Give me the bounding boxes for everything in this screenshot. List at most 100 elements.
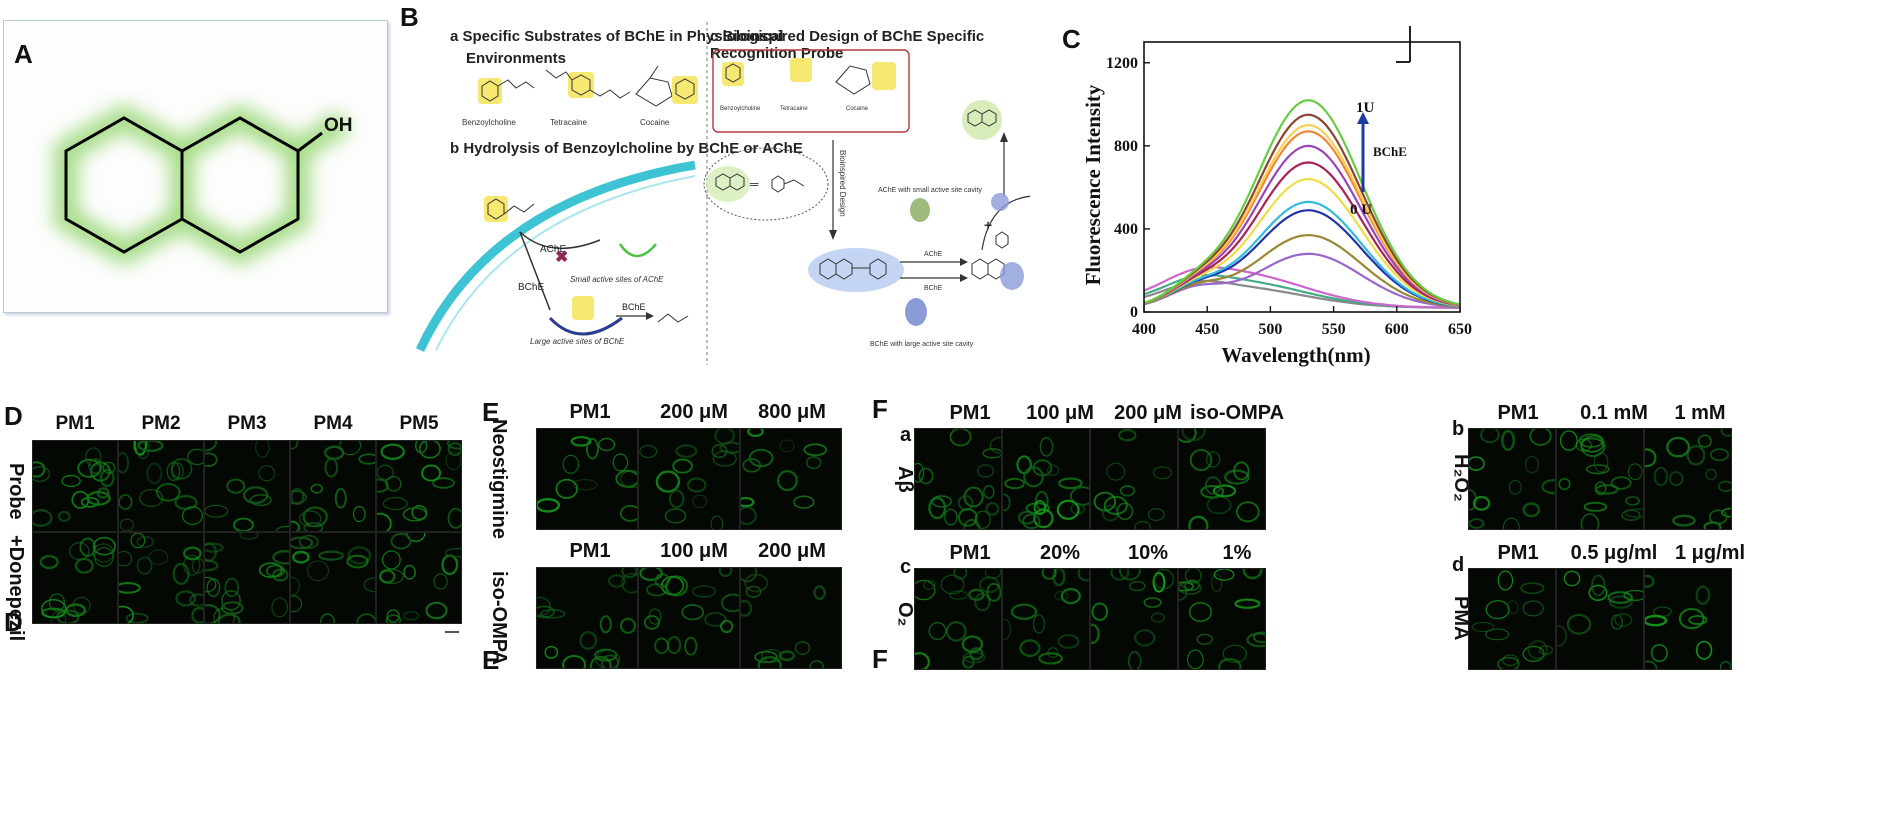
box-substrate-1: Benzoylcholine — [720, 106, 761, 112]
panel-e-label: E — [482, 397, 500, 427]
probe-ellipse — [703, 147, 829, 221]
panel-b-c-title: c Bioinspired Design of BChE Specific Re… — [710, 28, 985, 62]
annotation-1u: 1U — [1356, 100, 1375, 116]
e-r1-col-2: 200 μM — [660, 401, 728, 423]
e1-image-r1-c3 — [740, 428, 842, 530]
fb-image-r1-c1 — [1468, 428, 1556, 530]
panel-a: A OH — [3, 20, 388, 313]
series-line-7 — [1143, 200, 1459, 307]
fa-label: a — [900, 424, 912, 446]
fd-col-3: 1 μg/ml — [1674, 542, 1746, 564]
e-r1-col-3: 800 μM — [758, 401, 826, 423]
fc-image-r1-c2 — [1002, 568, 1090, 670]
bche-enzyme-icon — [905, 298, 927, 326]
series-line-5 — [1143, 234, 1459, 308]
e-r2-col-1: PM1 — [569, 540, 611, 562]
d-image-r1-c4 — [290, 440, 376, 532]
fc-image-r1-c4 — [1178, 568, 1266, 670]
fb-col-3: 1 mM — [1674, 402, 1726, 424]
annotation-0u: 0 U — [1350, 202, 1372, 218]
panel-d-label: D — [4, 401, 23, 431]
e-row-neostigmine: Neostigmine — [488, 419, 510, 540]
panel-e-label-bottom: E — [482, 645, 500, 675]
fa-col-4: iso-OMPA — [1189, 402, 1285, 424]
d-image-r1-c2 — [118, 440, 204, 532]
ache-cavity-text: AChE with small active site cavity — [878, 187, 982, 194]
series-line-4 — [1143, 252, 1459, 308]
fa-col-2: 100 μM — [1026, 402, 1094, 424]
x-tick-label: 600 — [1385, 321, 1409, 338]
substrate-cocaine — [635, 65, 698, 107]
d-image-r2-c1 — [32, 532, 118, 624]
panel-b-a-title: a Specific Substrates of BChE in Physiol… — [450, 28, 784, 45]
bche-text-2: BChE — [622, 302, 646, 312]
fb-col-2: 0.1 mM — [1580, 402, 1648, 424]
d-image-r1-c1 — [32, 440, 118, 532]
e1-image-r1-c2 — [638, 428, 740, 530]
panel-f-label: F — [872, 394, 888, 424]
panel-b-scheme: Benzoylcholine Tetracaine Cocaine AChE ✖… — [415, 22, 1030, 365]
x-tick-label: 550 — [1322, 321, 1346, 338]
chart-frame — [1143, 41, 1461, 313]
panel-d: D D PM1 PM2 PM3 PM4 PM5 Probe +Donepezil — [0, 395, 470, 642]
small-sites-text: Small active sites of AChE — [570, 275, 664, 284]
bche-cavity-text: BChE with large active site cavity — [870, 341, 974, 348]
d-col-2: PM2 — [141, 413, 181, 434]
d-image-r1-c3 — [204, 440, 290, 532]
fa-image-r1-c1 — [914, 428, 1002, 530]
panel-e: E E PM1 200 μM 800 μM PM1 100 μM 200 μM … — [480, 395, 842, 680]
naphthol-structure: OH — [54, 104, 353, 266]
x-tick-label: 500 — [1258, 321, 1282, 338]
fc-col-1: PM1 — [949, 542, 991, 564]
fa-image-r1-c2 — [1002, 428, 1090, 530]
fc-col-2: 20% — [1039, 542, 1081, 564]
fd-col-2: 0.5 μg/ml — [1570, 542, 1658, 564]
fc-image-r1-c3 — [1090, 568, 1178, 670]
annotation-bche: BChE — [1373, 144, 1407, 159]
y-tick-label: 1200 — [1106, 55, 1138, 72]
d-image-r2-c4 — [290, 532, 376, 624]
fb-image-r1-c3 — [1644, 428, 1732, 530]
d-col-5: PM5 — [399, 413, 439, 434]
fd-image-r1-c2 — [1556, 568, 1644, 670]
fc-label: c — [900, 556, 912, 578]
fa-row: Aβ — [894, 466, 916, 493]
panel-d-label-bottom: D — [4, 607, 23, 637]
e-r2-col-3: 200 μM — [758, 540, 826, 562]
arrow-bche: BChE — [924, 285, 943, 292]
x-tick-label: 650 — [1448, 321, 1472, 338]
large-site-pocket — [548, 316, 623, 336]
fb-col-1: PM1 — [1497, 402, 1539, 424]
ache-enzyme-icon — [910, 198, 930, 222]
substrate-box — [712, 49, 910, 133]
series-line-9 — [1143, 161, 1459, 307]
ache-text: AChE — [540, 244, 566, 255]
e2-image-r1-c1 — [536, 567, 638, 669]
d-row-donepezil: +Donepezil — [5, 535, 27, 642]
e1-image-r1-c1 — [536, 428, 638, 530]
panel-f: F F a PM1 100 μM 200 μM iso-OMPA Aβ b PM… — [870, 390, 1900, 680]
bioinspired-text: Bioinspired Design — [838, 150, 847, 217]
scale-bar — [445, 631, 459, 633]
d-col-4: PM4 — [313, 413, 353, 434]
plus-sign: + — [984, 217, 992, 233]
fa-image-r1-c3 — [1090, 428, 1178, 530]
box-substrate-3: Cocaine — [846, 106, 869, 112]
fc-image-r1-c1 — [914, 568, 1002, 670]
e2-image-r1-c3 — [740, 567, 842, 669]
fb-label: b — [1452, 418, 1465, 440]
panel-b-a-title-2: Environments — [466, 50, 567, 67]
blocked-x-icon: ✖ — [555, 249, 568, 266]
increase-arrow-icon — [1357, 112, 1369, 124]
large-sites-text: Large active sites of BChE — [530, 337, 625, 346]
fc-col-3: 10% — [1127, 542, 1169, 564]
d-image-r2-c5 — [376, 532, 462, 624]
substrate-tetracaine — [545, 69, 631, 99]
small-site-pocket — [618, 243, 657, 258]
substrate-label-3: Cocaine — [640, 118, 670, 127]
d-image-r2-c2 — [118, 532, 204, 624]
series-line-8 — [1143, 177, 1459, 307]
bche-text: BChE — [518, 282, 544, 293]
